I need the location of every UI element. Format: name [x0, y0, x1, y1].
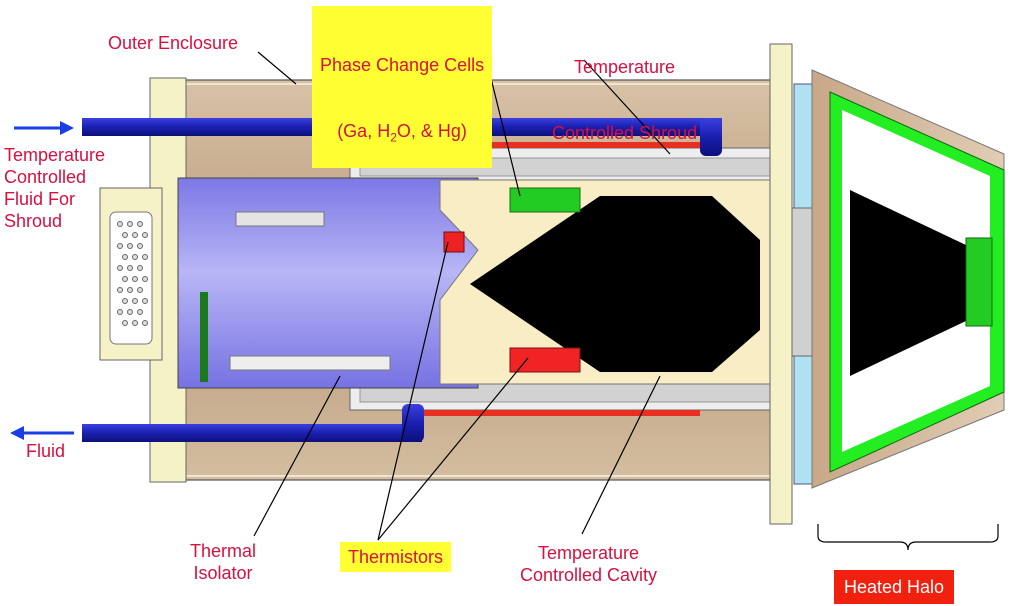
label-temperature-controlled-shroud: Temperature Controlled Shroud — [552, 57, 698, 143]
connector-pin — [137, 287, 143, 293]
connector-pin — [117, 265, 123, 271]
connector-pin — [137, 309, 143, 315]
connector-pin — [132, 232, 138, 238]
connector-pin — [137, 265, 143, 271]
connector-pin — [127, 221, 133, 227]
label-phase-change-line1: Phase Change Cells — [320, 55, 485, 75]
connector-pin — [127, 243, 133, 249]
heated-halo — [811, 69, 1005, 489]
label-fluid-for-shroud: Temperature Controlled Fluid For Shroud — [4, 145, 106, 231]
connector-pin — [127, 309, 133, 315]
connector-pin — [117, 221, 123, 227]
connector-pin — [132, 320, 138, 326]
connector-pin — [142, 298, 148, 304]
thermistor-sensor — [443, 231, 465, 253]
connector-pin — [122, 254, 128, 260]
fluid-pipes — [82, 118, 722, 442]
halo-bracket — [817, 524, 999, 551]
connector-pin — [117, 309, 123, 315]
connector-pin — [132, 254, 138, 260]
front-flange — [769, 43, 817, 525]
connector-pin — [122, 298, 128, 304]
label-phase-change-cells: Phase Change Cells (Ga, H2O, & Hg) — [312, 6, 493, 168]
connector-pin — [122, 232, 128, 238]
connector-pin — [117, 287, 123, 293]
connector-pin — [127, 265, 133, 271]
fluid-in-arrow — [14, 121, 74, 135]
connector-pin — [122, 320, 128, 326]
label-thermistors: Thermistors — [340, 542, 452, 572]
connector-pin — [132, 276, 138, 282]
connector-pin — [122, 276, 128, 282]
connector-pin — [142, 276, 148, 282]
label-phase-change-line2: (Ga, H2O, & Hg) — [337, 121, 467, 145]
thermal-isolator — [177, 177, 479, 389]
connector-pin — [117, 243, 123, 249]
connector-pin — [137, 243, 143, 249]
connector-pin — [142, 320, 148, 326]
fluid-out-arrow — [10, 426, 74, 440]
connector-pin — [142, 232, 148, 238]
label-outer-enclosure: Outer Enclosure — [108, 33, 239, 53]
connector-pins — [117, 221, 148, 326]
label-thermal-isolator: Thermal Isolator — [190, 541, 257, 583]
phase-change-cells — [509, 187, 581, 373]
connector-pin — [137, 221, 143, 227]
connector-pin — [132, 298, 138, 304]
label-heated-halo: Heated Halo — [834, 570, 955, 604]
label-fluid: Fluid — [26, 441, 66, 461]
connector-pin — [142, 254, 148, 260]
connector-pin — [127, 287, 133, 293]
temperature-controlled-cavity — [439, 179, 771, 385]
label-temperature-controlled-cavity: Temperature Controlled Cavity — [520, 543, 658, 585]
